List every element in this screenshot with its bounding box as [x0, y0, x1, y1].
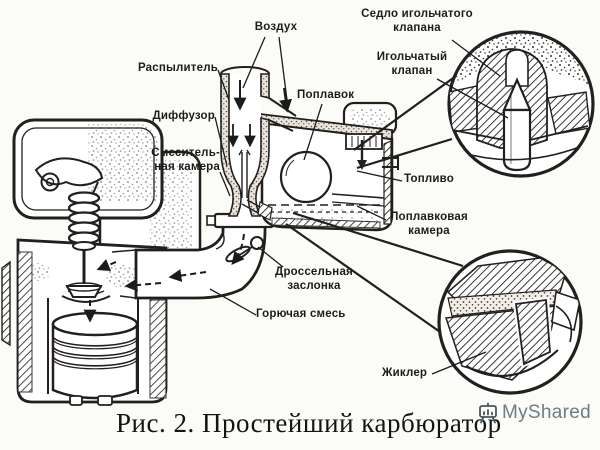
jet-location — [257, 201, 273, 221]
label-fuel-mixture: Горючая смесь — [256, 308, 346, 320]
label-float: Поплавок — [297, 89, 355, 101]
label-jet: Жиклер — [382, 367, 428, 379]
air-flow-arrows — [227, 80, 293, 148]
figure-caption: Рис. 2. Простейший карбюратор — [116, 408, 502, 438]
sprayer-tube — [238, 149, 263, 214]
label-mixing-chamber: Смеситель- ная камера — [151, 147, 220, 173]
fuel-level — [272, 205, 382, 222]
label-needle-valve: Игольчатый клапан — [376, 51, 448, 77]
label-air: Воздух — [254, 21, 298, 33]
detail-circle-jet — [437, 249, 583, 395]
mixture-flow-arrows — [83, 233, 245, 323]
presentation-board-icon — [479, 402, 497, 424]
label-throttle: Дроссельная заслонка — [275, 266, 353, 292]
label-float-chamber: Поплавковая камера — [390, 211, 468, 237]
intake-valve — [65, 250, 103, 298]
rocker-arm — [34, 157, 104, 187]
float-ball — [279, 150, 333, 204]
label-sprayer: Распылитель — [137, 62, 218, 74]
detail-circle-needle-valve — [447, 30, 595, 178]
valve-cover — [12, 118, 164, 220]
needle-detail — [502, 77, 532, 172]
myshared-watermark: MyShared — [477, 402, 591, 424]
myshared-brand-text: MyShared — [502, 402, 591, 423]
valve-spring — [67, 191, 101, 251]
label-needle-valve-seat: Седло игольчатого клапана — [361, 8, 473, 34]
detail-cone-lines — [285, 75, 464, 335]
piston — [51, 311, 139, 406]
float-chamber — [259, 101, 399, 232]
label-diffuser: Диффузор — [152, 110, 215, 122]
label-fuel: Топливо — [404, 173, 454, 185]
label-leader-lines — [209, 36, 509, 375]
